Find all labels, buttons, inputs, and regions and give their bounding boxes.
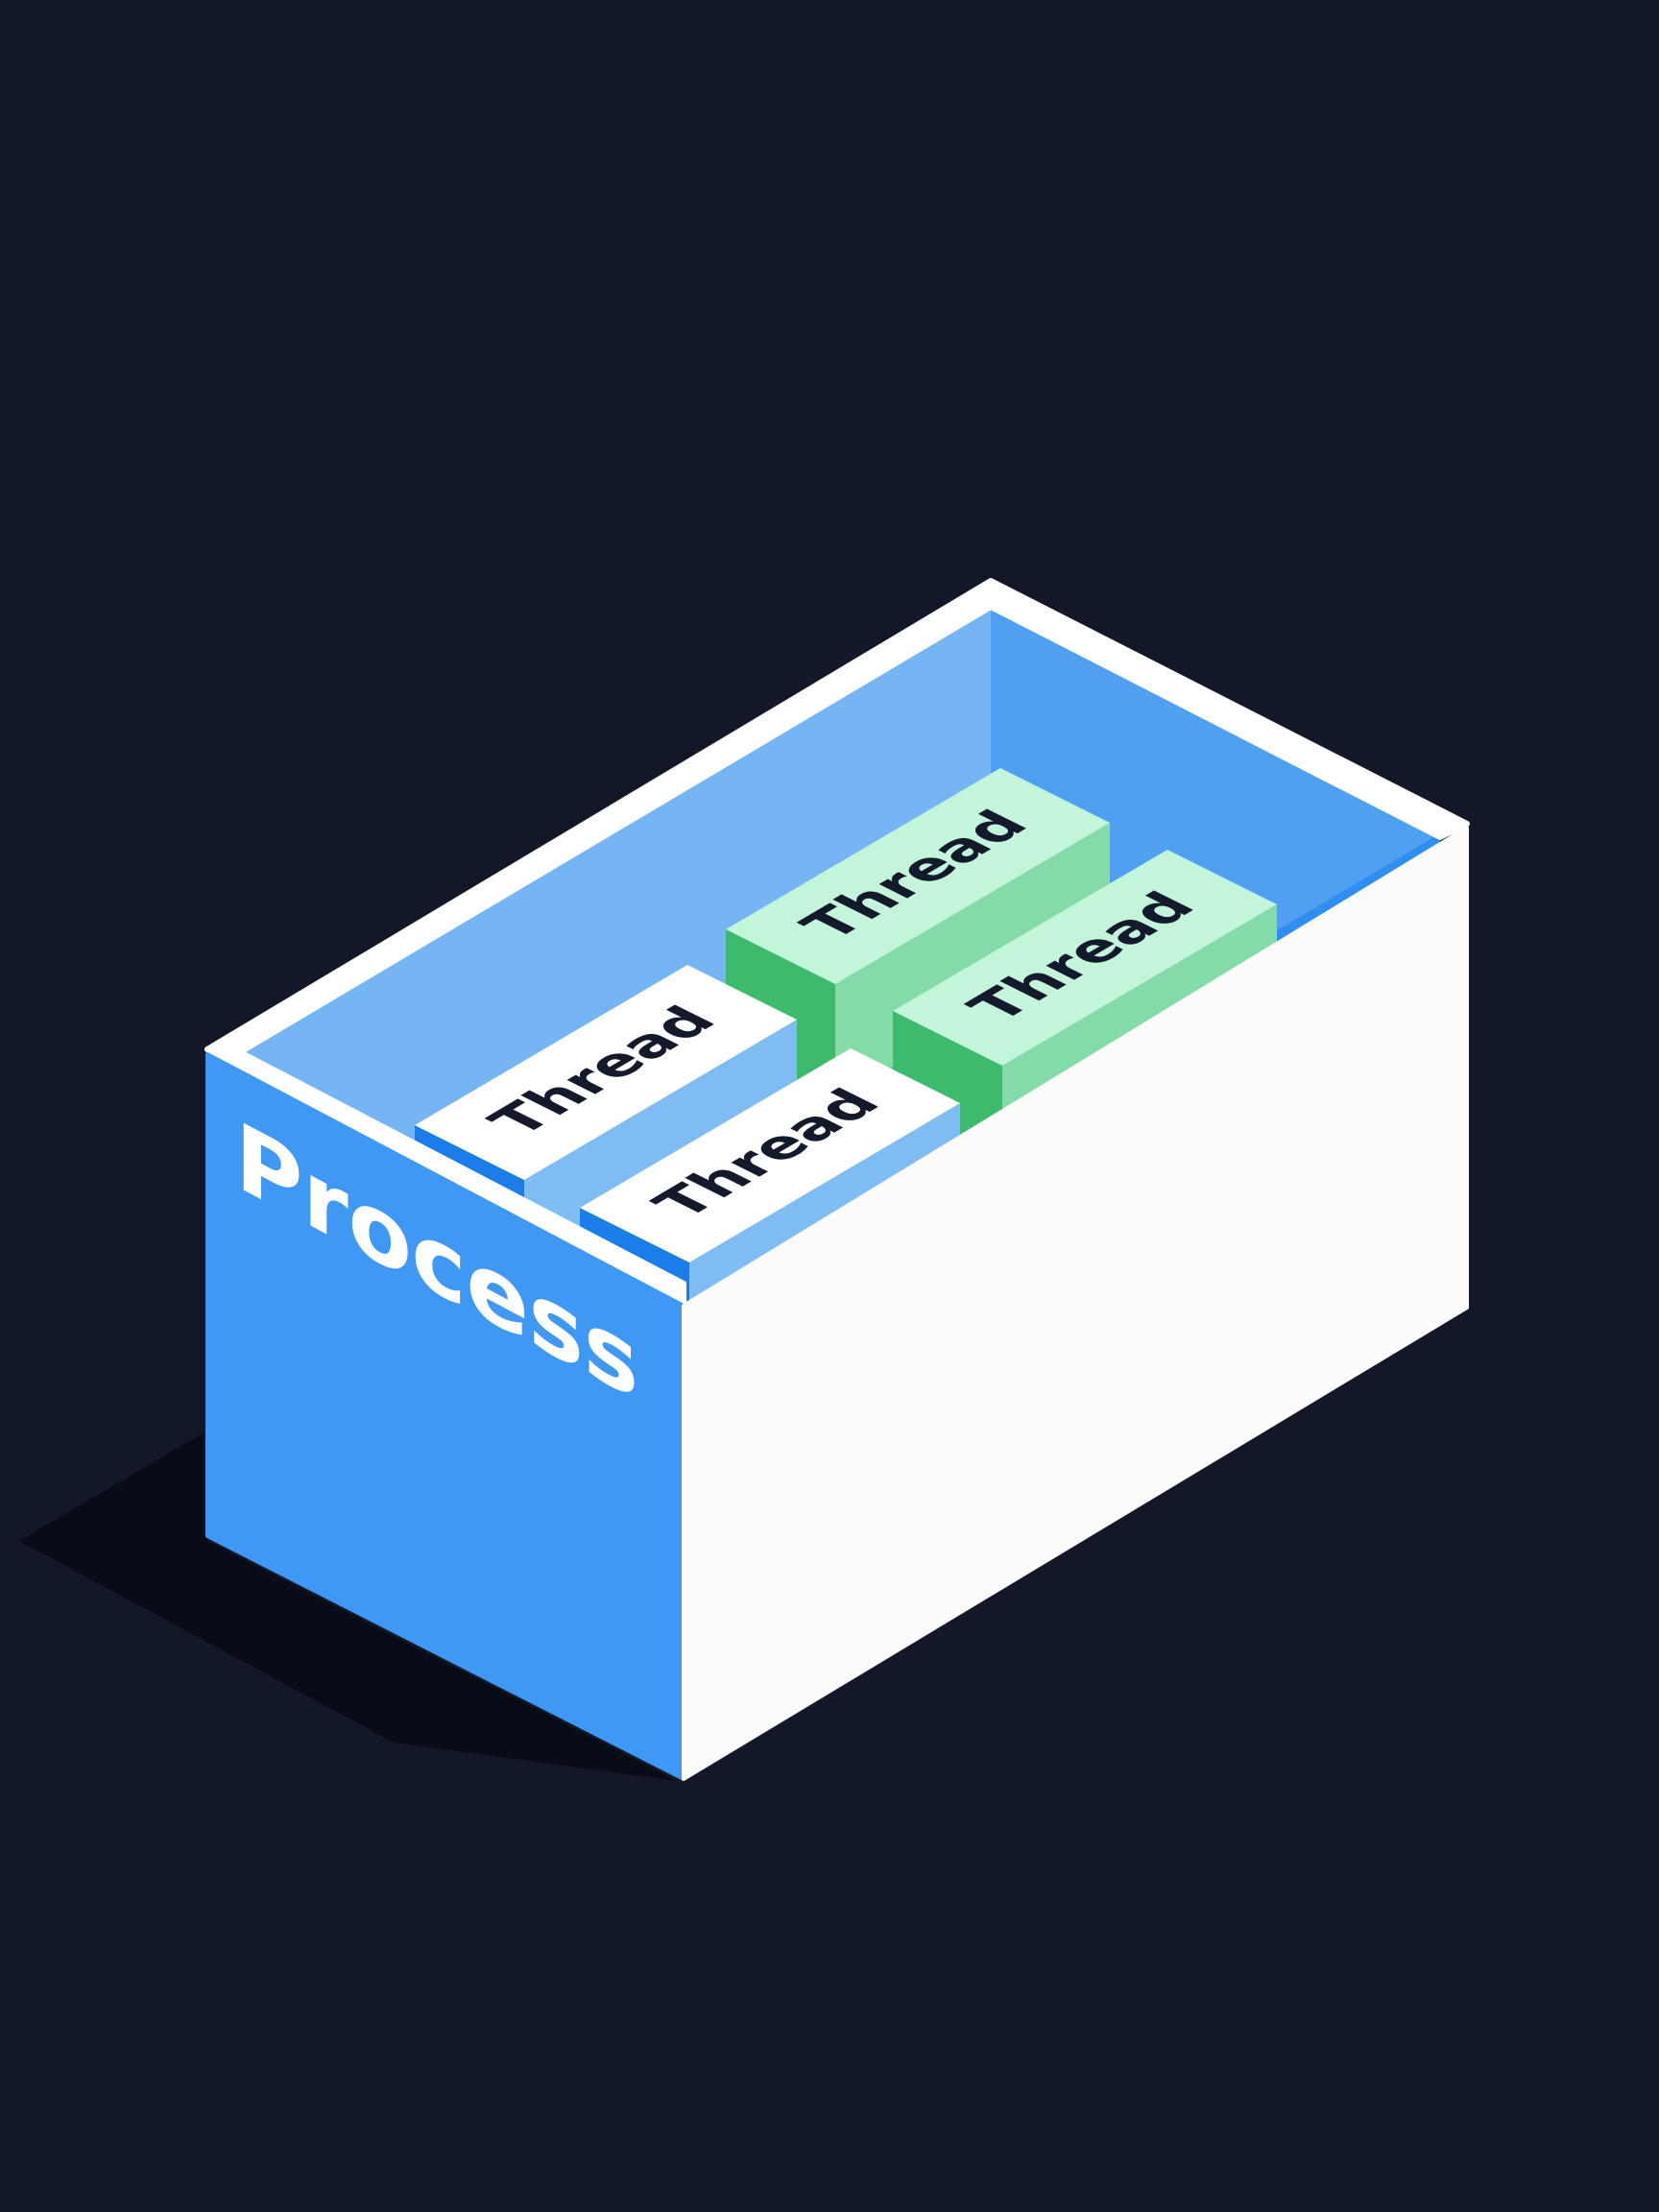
- process-container: Thread Thread Thread Thread: [204, 578, 1470, 1781]
- thread-block-back-left: Thread: [726, 768, 1110, 1099]
- box-shadow: [19, 1431, 677, 1781]
- process-side-face: [682, 826, 1469, 1781]
